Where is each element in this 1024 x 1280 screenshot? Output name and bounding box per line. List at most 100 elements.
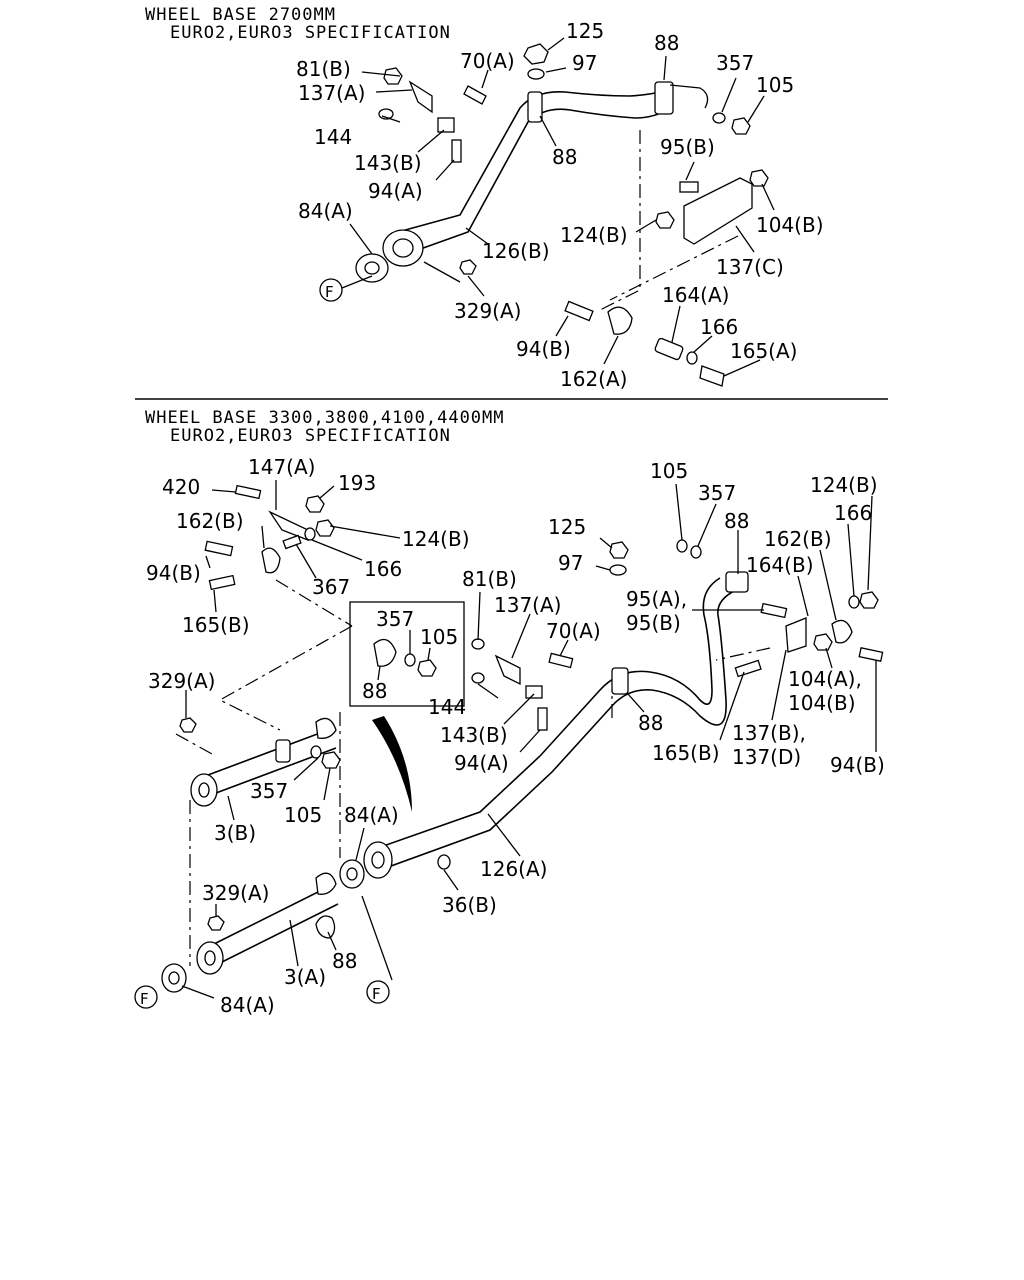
- callout-f: F: [372, 985, 381, 1003]
- bracket-137a: [408, 80, 433, 114]
- callout: 124(B): [560, 223, 628, 247]
- callout: 97: [572, 51, 597, 75]
- nut-124b: [655, 211, 675, 229]
- alignment-line-1: [599, 130, 641, 311]
- callout: 88: [654, 31, 679, 55]
- bolt-95b: [679, 181, 699, 193]
- callout: 367: [312, 575, 350, 599]
- callout: 97: [558, 551, 583, 575]
- callout: 70(A): [546, 619, 601, 643]
- nut-329a-upper: [179, 717, 197, 733]
- bracket-147a: [268, 510, 309, 541]
- callout: 94(A): [454, 751, 509, 775]
- pipe-3b-flange-bore: [198, 782, 210, 798]
- callout: 126(A): [480, 857, 547, 881]
- bolt-165a: [699, 365, 725, 387]
- section-2-subtitle: EURO2,EURO3 SPECIFICATION: [170, 426, 451, 446]
- washer-97-bottom: [609, 564, 627, 576]
- washer-144-bottom: [471, 672, 485, 684]
- callout: 126(B): [482, 239, 550, 263]
- nut-125-bottom: [609, 541, 629, 559]
- nut-125: [523, 43, 549, 65]
- callout: 88: [332, 949, 357, 973]
- callout: 125: [566, 19, 604, 43]
- washer-357-3b: [310, 745, 322, 759]
- rubber-143b-bottom: [525, 685, 543, 699]
- clamp-88-inset: [373, 638, 397, 667]
- callout: 164(A): [662, 283, 729, 307]
- rubber-143b: [437, 117, 455, 133]
- callout: 104(B): [788, 691, 856, 715]
- clamp-88-mid: [611, 667, 629, 695]
- callout: 357: [376, 607, 414, 631]
- bracket-137a-bottom: [494, 654, 521, 686]
- alignment-line-8: [715, 647, 771, 661]
- callout-f: F: [140, 990, 149, 1008]
- alignment-line-4: [275, 579, 353, 627]
- callout: 193: [338, 471, 376, 495]
- clamp-88-right: [654, 81, 674, 115]
- detail-inset-box: [349, 601, 465, 707]
- callout: 166: [700, 315, 738, 339]
- callout: 162(A): [560, 367, 627, 391]
- nut-105-right: [676, 539, 688, 553]
- pipe-126a-upper-edge: [371, 577, 721, 851]
- callout: 147(A): [248, 455, 315, 479]
- clamp-88-upper: [725, 571, 749, 593]
- washer-81b-bottom: [471, 638, 485, 650]
- callout: 137(A): [494, 593, 561, 617]
- section-1-title: WHEEL BASE 2700MM: [145, 5, 336, 25]
- callout: 95(B): [626, 611, 681, 635]
- pipe-3b-end: [315, 717, 337, 739]
- callout: 164(B): [746, 553, 814, 577]
- callout: 329(A): [454, 299, 521, 323]
- collar-367: [282, 534, 302, 550]
- section-1-subtitle: EURO2,EURO3 SPECIFICATION: [170, 23, 451, 43]
- callout: 162(B): [764, 527, 832, 551]
- pipe-3b-upper: [199, 729, 329, 779]
- nut-329a: [459, 259, 477, 275]
- callout: 70(A): [460, 49, 515, 73]
- washer-97: [527, 68, 545, 80]
- reference-circle-f: [319, 278, 343, 302]
- callout: 124(B): [810, 473, 878, 497]
- pipe-126a-flange-bore: [371, 851, 385, 869]
- reference-circle-f-right: [366, 980, 390, 1004]
- clamp-3b: [275, 739, 291, 763]
- bottom-callouts: 147(A) 193 420 124(B) 162(B) 166 94(B) 3…: [140, 455, 885, 1017]
- callout: 104(A),: [788, 667, 862, 691]
- bolt-70a-bottom: [548, 652, 574, 669]
- reference-circle-f-left: [134, 985, 158, 1009]
- washer-357-inset: [404, 653, 416, 667]
- section-2-title: WHEEL BASE 3300,3800,4100,4400MM: [145, 408, 505, 428]
- callout: 84(A): [344, 803, 399, 827]
- alignment-line-2: [609, 235, 739, 301]
- callout: 357: [698, 481, 736, 505]
- callout: 166: [834, 501, 872, 525]
- bolt-94a: [451, 139, 462, 163]
- callout: 88: [552, 145, 577, 169]
- callout: 36(B): [442, 893, 497, 917]
- nut-104a: [813, 633, 833, 651]
- detail-pointer-arrow: [372, 716, 412, 812]
- callout: 81(B): [296, 57, 351, 81]
- bolt-420: [234, 484, 262, 500]
- callout: 3(B): [214, 821, 256, 845]
- callout: 105: [284, 803, 322, 827]
- gasket-84a-hole: [364, 261, 380, 275]
- callout: 95(A),: [626, 587, 687, 611]
- bolt-94b: [564, 300, 594, 322]
- collar-164a: [654, 337, 684, 361]
- callout: 84(A): [298, 199, 353, 223]
- rubber-hanger-162a: [607, 306, 633, 335]
- bottom-exhaust-assembly: [134, 484, 884, 1009]
- nut-104b: [749, 169, 769, 187]
- nut-36b: [437, 854, 451, 870]
- gasket-84a-left-hole: [168, 971, 180, 985]
- alignment-line-9: [175, 733, 213, 755]
- callout: 105: [650, 459, 688, 483]
- callout: 143(B): [354, 151, 422, 175]
- callout: 125: [548, 515, 586, 539]
